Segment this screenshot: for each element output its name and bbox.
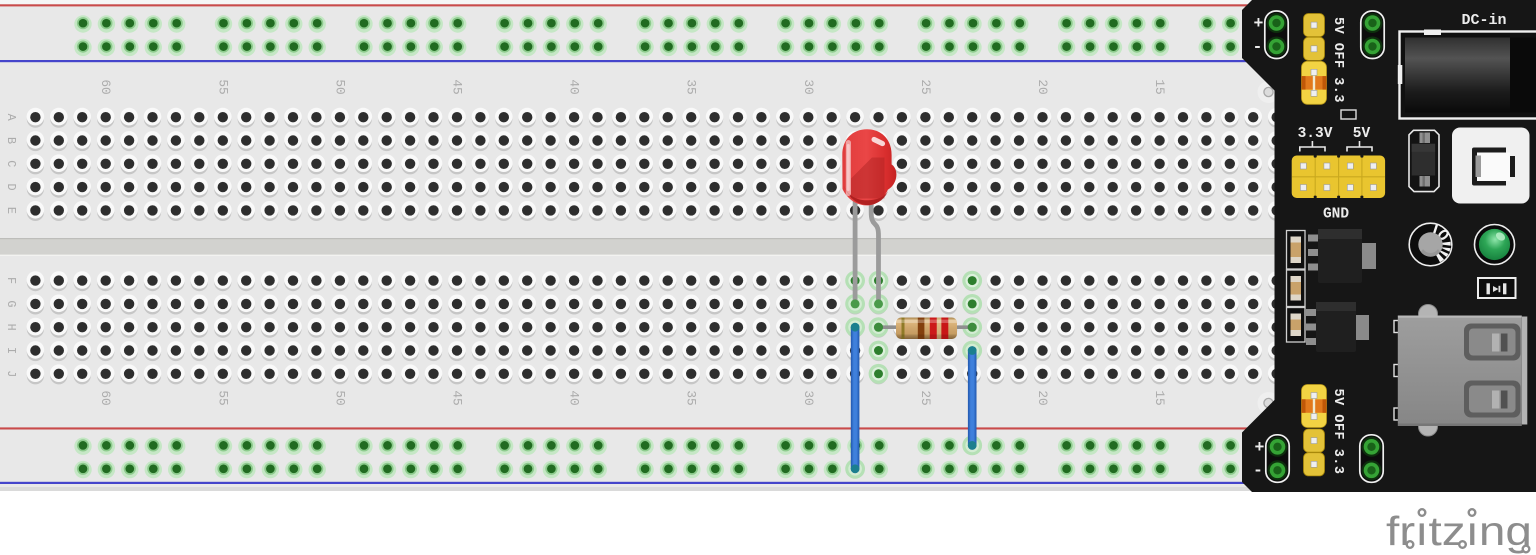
svg-text:15: 15 xyxy=(1152,79,1167,94)
svg-text:45: 45 xyxy=(450,79,465,94)
svg-text:55: 55 xyxy=(215,79,230,94)
svg-text:-: - xyxy=(1253,38,1263,57)
svg-text:35: 35 xyxy=(684,79,699,94)
svg-text:-: - xyxy=(1253,461,1263,480)
svg-text:30: 30 xyxy=(801,390,816,405)
svg-text:30: 30 xyxy=(801,79,816,94)
svg-text:E: E xyxy=(4,207,18,214)
svg-text:5V: 5V xyxy=(1353,126,1371,142)
svg-text:DC-in: DC-in xyxy=(1461,12,1506,29)
svg-text:J: J xyxy=(4,370,18,377)
svg-text:+: + xyxy=(1254,14,1264,33)
svg-text:35: 35 xyxy=(684,390,699,405)
svg-text:F: F xyxy=(4,277,18,284)
svg-text:H: H xyxy=(4,324,18,331)
svg-text:3.3V: 3.3V xyxy=(1298,126,1333,142)
svg-text:A: A xyxy=(4,114,18,122)
svg-text:60: 60 xyxy=(98,390,113,405)
svg-text:C: C xyxy=(4,160,18,167)
svg-text:50: 50 xyxy=(332,390,347,405)
svg-text:55: 55 xyxy=(215,390,230,405)
svg-text:15: 15 xyxy=(1152,390,1167,405)
svg-text:45: 45 xyxy=(450,390,465,405)
svg-text:GND: GND xyxy=(1323,207,1349,223)
svg-text:B: B xyxy=(4,137,18,144)
svg-text:20: 20 xyxy=(1035,390,1050,405)
svg-text:50: 50 xyxy=(332,79,347,94)
svg-text:20: 20 xyxy=(1035,79,1050,94)
svg-text:40: 40 xyxy=(567,79,582,94)
svg-text:40: 40 xyxy=(567,390,582,405)
svg-text:5V OFF 3.3: 5V OFF 3.3 xyxy=(1330,17,1345,103)
svg-text:D: D xyxy=(4,184,18,191)
svg-text:25: 25 xyxy=(918,390,933,405)
svg-text:5V OFF 3.3: 5V OFF 3.3 xyxy=(1330,388,1345,474)
svg-text:I: I xyxy=(4,347,18,354)
svg-text:+: + xyxy=(1255,438,1265,457)
svg-text:G: G xyxy=(4,300,18,307)
svg-text:25: 25 xyxy=(918,79,933,94)
svg-text:60: 60 xyxy=(98,79,113,94)
